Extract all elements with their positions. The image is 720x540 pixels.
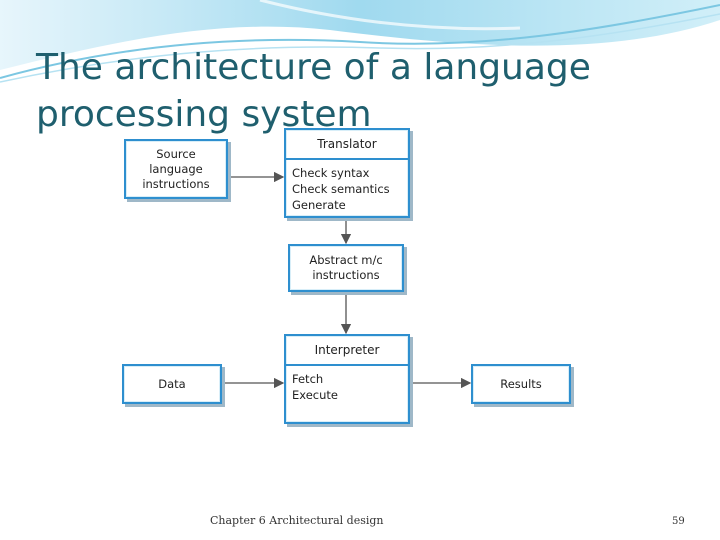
data-label: Data bbox=[158, 376, 186, 391]
abstract-line-1: Abstract m/c bbox=[309, 253, 383, 267]
interpreter-box: Interpreter Fetch Execute bbox=[284, 334, 410, 424]
source-line-3: instructions bbox=[142, 176, 210, 191]
translator-check-semantics: Check semantics bbox=[292, 182, 390, 196]
header-wave-decoration bbox=[0, 0, 720, 83]
translator-check-syntax: Check syntax bbox=[292, 166, 370, 180]
abstract-line-2: instructions bbox=[312, 268, 380, 282]
page-number: 59 bbox=[672, 516, 685, 527]
abstract-instructions-box: Abstract m/c instructions bbox=[288, 244, 404, 292]
data-box: Data bbox=[122, 364, 222, 404]
interpreter-execute: Execute bbox=[292, 388, 338, 402]
source-line-2: language bbox=[149, 161, 203, 176]
results-label: Results bbox=[500, 376, 542, 391]
results-box: Results bbox=[471, 364, 571, 404]
interpreter-fetch: Fetch bbox=[292, 372, 324, 386]
interpreter-header: Interpreter bbox=[286, 336, 408, 366]
translator-generate: Generate bbox=[292, 198, 346, 212]
source-instructions-box: Source language instructions bbox=[124, 139, 228, 199]
page-title: The architecture of a language processin… bbox=[36, 47, 591, 135]
translator-box: Translator Check syntax Check semantics … bbox=[284, 128, 410, 218]
translator-header: Translator bbox=[286, 130, 408, 160]
source-line-1: Source bbox=[156, 146, 196, 161]
footer-chapter: Chapter 6 Architectural design bbox=[210, 514, 384, 527]
